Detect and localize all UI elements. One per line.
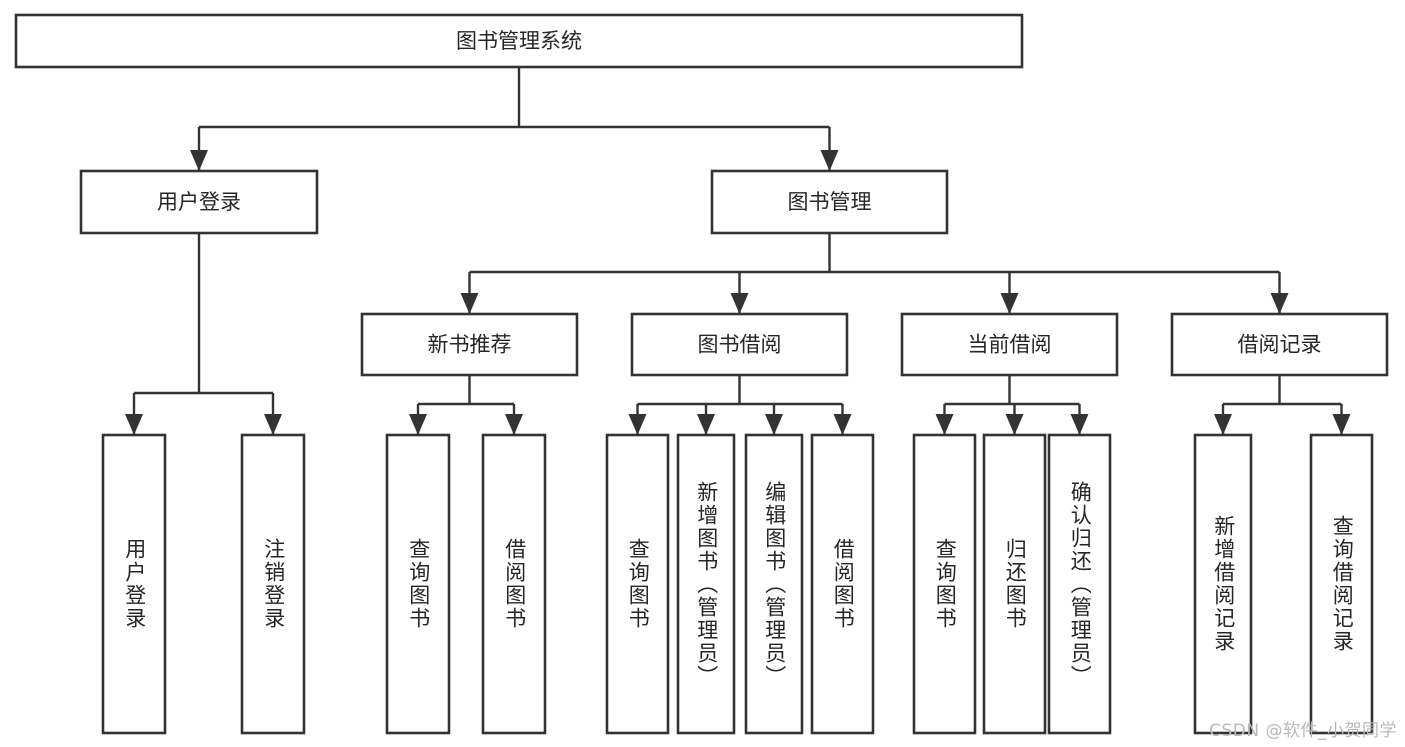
node-box-leaf-add-book[interactable] xyxy=(676,433,736,735)
current-borrow-to-leaves-arrow-0 xyxy=(935,414,954,435)
node-label-leaf-user-login-wrap: 用户登录 xyxy=(103,435,165,733)
node-label-leaf-add-borrow-record-wrap: 新增借阅记录 xyxy=(1195,435,1251,733)
node-label-borrow-record: 借阅记录 xyxy=(1238,333,1322,357)
node-label-leaf-borrow-book-wrap: 借阅图书 xyxy=(812,435,873,733)
node-label-leaf-add-book: 新增图书（管理员） xyxy=(694,480,719,688)
node-label-book-management: 图书管理 xyxy=(788,190,872,214)
bookmgmt-to-level3-arrow-0 xyxy=(460,293,479,314)
root-to-level2-arrow-1 xyxy=(820,150,839,171)
new-book-recommend-to-leaves-arrow-1 xyxy=(505,414,523,435)
node-box-leaf-confirm-return[interactable] xyxy=(1047,433,1112,735)
csdn-watermark: CSDN @软件_小贺同学 xyxy=(1209,721,1397,741)
node-box-leaf-borrow-book[interactable] xyxy=(810,433,875,735)
node-label-leaf-logout-login-wrap: 注销登录 xyxy=(242,435,304,733)
node-box-new-book-recommend[interactable] xyxy=(360,312,579,377)
connector-layer xyxy=(125,67,1351,435)
node-label-leaf-borrow-book-rec-wrap: 借阅图书 xyxy=(483,435,545,733)
node-label-leaf-borrow-book: 借阅图书 xyxy=(831,538,856,630)
node-box-root[interactable] xyxy=(14,13,1024,69)
node-label-leaf-user-login: 用户登录 xyxy=(122,538,147,630)
node-label-leaf-query-book-current: 查询图书 xyxy=(933,538,958,630)
node-label-leaf-query-borrow-record: 查询借阅记录 xyxy=(1330,515,1355,653)
node-label-root: 图书管理系统 xyxy=(456,29,582,53)
node-label-leaf-query-borrow-record-wrap: 查询借阅记录 xyxy=(1311,435,1372,733)
node-box-book-management[interactable] xyxy=(710,169,949,235)
node-box-leaf-return-book[interactable] xyxy=(982,433,1047,735)
current-borrow-to-leaves-arrow-1 xyxy=(1005,414,1024,435)
node-label-leaf-edit-book-wrap: 编辑图书（管理员） xyxy=(746,435,802,733)
node-label-leaf-return-book-wrap: 归还图书 xyxy=(984,435,1045,733)
node-label-leaf-confirm-return: 确认归还（管理员） xyxy=(1068,480,1093,688)
node-box-leaf-query-book-rec[interactable] xyxy=(385,433,451,735)
node-box-leaf-add-borrow-record[interactable] xyxy=(1193,433,1253,735)
node-box-borrow-record[interactable] xyxy=(1170,312,1389,377)
bookmgmt-to-level3-arrow-2 xyxy=(1000,293,1019,314)
book-borrow-to-leaves-arrow-3 xyxy=(833,414,852,435)
userlogin-to-leaves-arrow-1 xyxy=(264,414,282,435)
node-box-layer xyxy=(14,13,1389,735)
node-box-current-borrow[interactable] xyxy=(900,312,1119,377)
current-borrow-to-leaves-arrow-2 xyxy=(1070,414,1089,435)
node-label-current-borrow: 当前借阅 xyxy=(968,333,1052,357)
node-label-leaf-query-book-borrow: 查询图书 xyxy=(626,538,651,630)
node-label-leaf-confirm-return-wrap: 确认归还（管理员） xyxy=(1049,435,1110,733)
borrow-record-to-leaves-arrow-0 xyxy=(1214,414,1232,435)
node-label-leaf-query-book-current-wrap: 查询图书 xyxy=(914,435,975,733)
node-box-leaf-logout-login[interactable] xyxy=(240,433,306,735)
book-borrow-to-leaves-arrow-2 xyxy=(765,414,783,435)
node-label-leaf-add-book-wrap: 新增图书（管理员） xyxy=(678,435,734,733)
node-label-leaf-logout-login: 注销登录 xyxy=(261,538,286,630)
root-to-level2-arrow-0 xyxy=(190,150,208,171)
node-box-user-login[interactable] xyxy=(79,169,319,235)
node-label-leaf-query-book-rec-wrap: 查询图书 xyxy=(387,435,449,733)
node-label-leaf-query-book-borrow-wrap: 查询图书 xyxy=(607,435,668,733)
node-label-leaf-query-book-rec: 查询图书 xyxy=(406,538,431,630)
node-label-book-borrow: 图书借阅 xyxy=(698,333,782,357)
node-label-leaf-borrow-book-rec: 借阅图书 xyxy=(502,538,527,630)
bookmgmt-to-level3-arrow-1 xyxy=(730,293,749,314)
node-box-leaf-user-login[interactable] xyxy=(101,433,167,735)
bookmgmt-to-level3-arrow-3 xyxy=(1270,293,1289,314)
book-borrow-to-leaves-arrow-0 xyxy=(628,414,647,435)
node-label-leaf-add-borrow-record: 新增借阅记录 xyxy=(1211,515,1236,653)
node-box-leaf-edit-book[interactable] xyxy=(744,433,804,735)
node-box-book-borrow[interactable] xyxy=(630,312,849,377)
node-box-leaf-query-borrow-record[interactable] xyxy=(1309,433,1374,735)
borrow-record-to-leaves-arrow-1 xyxy=(1332,414,1351,435)
node-label-leaf-return-book: 归还图书 xyxy=(1003,538,1028,630)
node-label-leaf-edit-book: 编辑图书（管理员） xyxy=(762,480,787,688)
userlogin-to-leaves-arrow-0 xyxy=(125,414,143,435)
node-box-leaf-borrow-book-rec[interactable] xyxy=(481,433,547,735)
book-borrow-to-leaves-arrow-1 xyxy=(697,414,715,435)
node-label-user-login: 用户登录 xyxy=(157,190,241,214)
new-book-recommend-to-leaves-arrow-0 xyxy=(409,414,427,435)
node-box-leaf-query-book-current[interactable] xyxy=(912,433,977,735)
node-box-leaf-query-book-borrow[interactable] xyxy=(605,433,670,735)
node-label-new-book-recommend: 新书推荐 xyxy=(428,333,512,357)
